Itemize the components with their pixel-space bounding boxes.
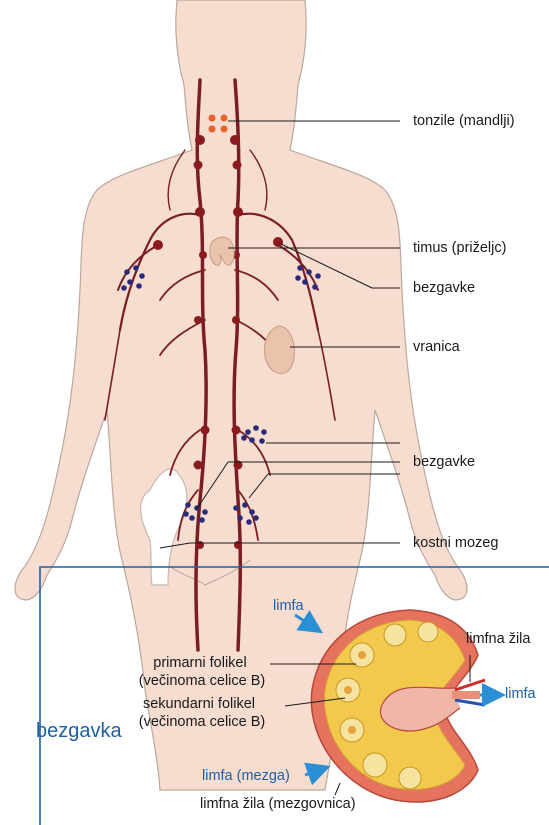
label-bone-marrow: kostni mozeg bbox=[413, 535, 498, 552]
label-tonsils: tonzile (mandlji) bbox=[413, 113, 515, 130]
label-lymph-vessel: limfna žila bbox=[466, 631, 530, 648]
label-thymus: timus (priželjc) bbox=[413, 240, 506, 257]
label-lymph-mezga: limfa (mezga) bbox=[202, 768, 290, 785]
label-secondary-follicle-note: (večinoma celice B) bbox=[122, 714, 282, 731]
label-efferent-vessel: limfna žila (mezgovnica) bbox=[200, 796, 356, 813]
label-lymph-nodes-lower: bezgavke bbox=[413, 454, 475, 471]
label-primary-follicle: primarni folikel bbox=[125, 655, 275, 672]
spleen bbox=[265, 326, 295, 374]
inset-title: bezgavka bbox=[36, 720, 122, 743]
lymph-node-cross-section bbox=[311, 610, 485, 802]
label-lymph-nodes-upper: bezgavke bbox=[413, 280, 475, 297]
label-lymph-in: limfa bbox=[273, 598, 304, 615]
label-spleen: vranica bbox=[413, 339, 460, 356]
label-secondary-follicle: sekundarni folikel bbox=[118, 696, 280, 713]
label-lymph-out: limfa bbox=[505, 686, 536, 703]
label-primary-follicle-note: (večinoma celice B) bbox=[122, 673, 282, 690]
